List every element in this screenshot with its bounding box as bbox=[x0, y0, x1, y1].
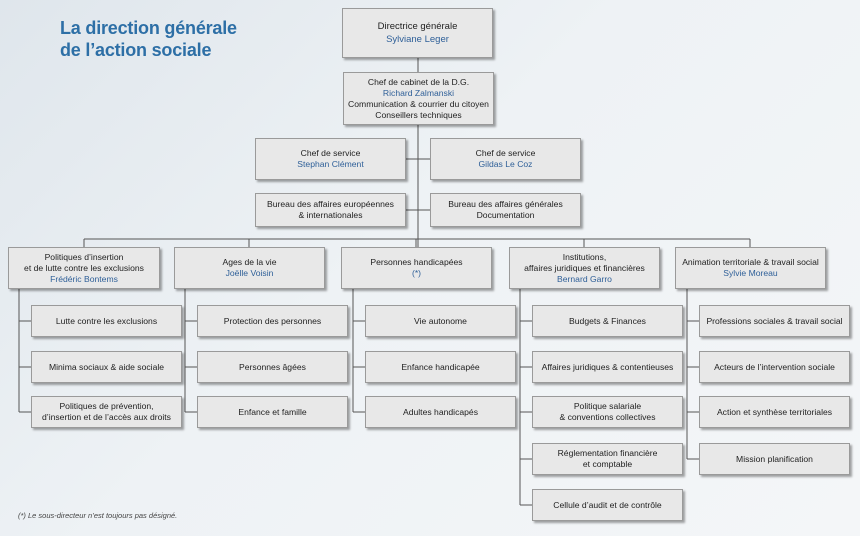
bureau-lutte-exclusions: Lutte contre les exclusions bbox=[31, 305, 182, 337]
subdirection-4-line-1: Institutions, bbox=[562, 251, 607, 262]
subdirection-1-line-1: Politiques d’insertion bbox=[44, 251, 124, 262]
bureau-label: Enfance handicapée bbox=[401, 361, 480, 372]
bureau-acteurs-intervention: Acteurs de l’intervention sociale bbox=[699, 351, 850, 383]
directrice-name: Sylviane Leger bbox=[386, 34, 449, 45]
bureau-enfance-handicapee: Enfance handicapée bbox=[365, 351, 516, 383]
cabinet-role: Chef de cabinet de la D.G. bbox=[367, 76, 470, 87]
subdirection-4-name: Bernard Garro bbox=[557, 273, 612, 284]
bureau-minima-sociaux: Minima sociaux & aide sociale bbox=[31, 351, 182, 383]
bureau-protection-personnes: Protection des personnes bbox=[197, 305, 348, 337]
bureau-generales-line-1: Bureau des affaires générales bbox=[448, 199, 563, 209]
subdirection-3-name: (*) bbox=[411, 268, 422, 278]
bureau-label: Personnes âgées bbox=[239, 361, 306, 372]
chef-service-box-1: Chef de service Stephan Clément bbox=[255, 138, 406, 180]
bureau-label: Action et synthèse territoriales bbox=[716, 406, 833, 417]
bureau-label: Vie autonome bbox=[414, 315, 467, 326]
bureau-label-line-1: Politiques de prévention, bbox=[59, 401, 154, 411]
bureau-adultes-handicapes: Adultes handicapés bbox=[365, 396, 516, 428]
title-line-1: La direction générale bbox=[60, 18, 237, 38]
title-line-2: de l’action sociale bbox=[60, 40, 212, 60]
bureau-personnes-agees: Personnes âgées bbox=[197, 351, 348, 383]
subdirection-2-line-1: Ages de la vie bbox=[222, 257, 277, 267]
subdirection-1-name: Frédéric Bontems bbox=[50, 273, 118, 284]
subdirection-ages-vie-box: Ages de la vie Joëlle Voisin bbox=[174, 247, 325, 289]
bureau-label: Minima sociaux & aide sociale bbox=[48, 361, 165, 372]
subdirection-insertion-box: Politiques d’insertion et de lutte contr… bbox=[8, 247, 160, 289]
cabinet-line-3: Communication & courrier du citoyen bbox=[348, 98, 489, 109]
directrice-generale-box: Directrice générale Sylviane Leger bbox=[342, 8, 493, 58]
bureau-affaires-juridiques: Affaires juridiques & contentieuses bbox=[532, 351, 683, 383]
subdirection-animation-territoriale-box: Animation territoriale & travail social … bbox=[675, 247, 826, 289]
cabinet-name: Richard Zalmanski bbox=[382, 87, 455, 98]
subdirection-1-line-2: et de lutte contre les exclusions bbox=[24, 262, 144, 273]
bureau-affaires-generales-box: Bureau des affaires générales Documentat… bbox=[430, 193, 581, 227]
subdirection-5-line-1: Animation territoriale & travail social bbox=[682, 257, 819, 267]
bureau-europeen-line-2: & internationales bbox=[298, 210, 363, 220]
bureau-enfance-famille: Enfance et famille bbox=[197, 396, 348, 428]
subdirection-2-name: Joëlle Voisin bbox=[225, 268, 274, 278]
bureau-action-synthese: Action et synthèse territoriales bbox=[699, 396, 850, 428]
bureau-budgets-finances: Budgets & Finances bbox=[532, 305, 683, 337]
bureau-label-line-1: Réglementation financière bbox=[557, 448, 658, 458]
bureau-label: Adultes handicapés bbox=[402, 406, 478, 417]
bureau-affaires-europeennes-box: Bureau des affaires européennes & intern… bbox=[255, 193, 406, 227]
bureau-label: Budgets & Finances bbox=[569, 315, 646, 326]
page-title: La direction générale de l’action social… bbox=[60, 17, 237, 61]
chef-service-2-role: Chef de service bbox=[475, 148, 536, 158]
chef-service-1-name: Stephan Clément bbox=[297, 159, 364, 169]
bureau-label-line-1: Politique salariale bbox=[573, 401, 642, 411]
bureau-mission-planification: Mission planification bbox=[699, 443, 850, 475]
bureau-reglementation-financiere: Réglementation financière et comptable bbox=[532, 443, 683, 475]
bureau-label: Lutte contre les exclusions bbox=[55, 315, 158, 326]
footnote: (*) Le sous-directeur n’est toujours pas… bbox=[18, 511, 178, 520]
chef-cabinet-box: Chef de cabinet de la D.G. Richard Zalma… bbox=[343, 72, 494, 125]
bureau-professions-sociales: Professions sociales & travail social bbox=[699, 305, 850, 337]
subdirection-4-line-2: affaires juridiques et financières bbox=[524, 262, 645, 273]
bureau-generales-line-2: Documentation bbox=[476, 210, 535, 220]
chef-service-1-role: Chef de service bbox=[300, 148, 361, 158]
bureau-label: Protection des personnes bbox=[223, 315, 322, 326]
bureau-politiques-prevention: Politiques de prévention, d’insertion et… bbox=[31, 396, 182, 428]
bureau-label: Cellule d’audit et de contrôle bbox=[553, 499, 662, 510]
bureau-label: Mission planification bbox=[736, 453, 813, 464]
subdirection-3-line-1: Personnes handicapées bbox=[370, 257, 463, 267]
bureau-label-line-2: d’insertion et de l’accès aux droits bbox=[42, 412, 171, 422]
directrice-role: Directrice générale bbox=[377, 21, 458, 32]
bureau-label: Acteurs de l’intervention sociale bbox=[714, 361, 835, 372]
bureau-politique-salariale: Politique salariale & conventions collec… bbox=[532, 396, 683, 428]
bureau-cellule-audit: Cellule d’audit et de contrôle bbox=[532, 489, 683, 521]
bureau-label-line-2: & conventions collectives bbox=[559, 412, 656, 422]
bureau-label: Enfance et famille bbox=[238, 406, 307, 417]
bureau-label-line-2: et comptable bbox=[582, 459, 633, 469]
subdirection-institutions-box: Institutions, affaires juridiques et fin… bbox=[509, 247, 660, 289]
bureau-vie-autonome: Vie autonome bbox=[365, 305, 516, 337]
subdirection-5-name: Sylvie Moreau bbox=[723, 268, 778, 278]
cabinet-line-4: Conseillers techniques bbox=[375, 109, 462, 120]
subdirection-personnes-handicapees-box: Personnes handicapées (*) bbox=[341, 247, 492, 289]
bureau-label: Affaires juridiques & contentieuses bbox=[541, 361, 674, 372]
chef-service-2-name: Gildas Le Coz bbox=[478, 159, 533, 169]
chef-service-box-2: Chef de service Gildas Le Coz bbox=[430, 138, 581, 180]
bureau-europeen-line-1: Bureau des affaires européennes bbox=[267, 199, 394, 209]
bureau-label: Professions sociales & travail social bbox=[706, 315, 843, 326]
